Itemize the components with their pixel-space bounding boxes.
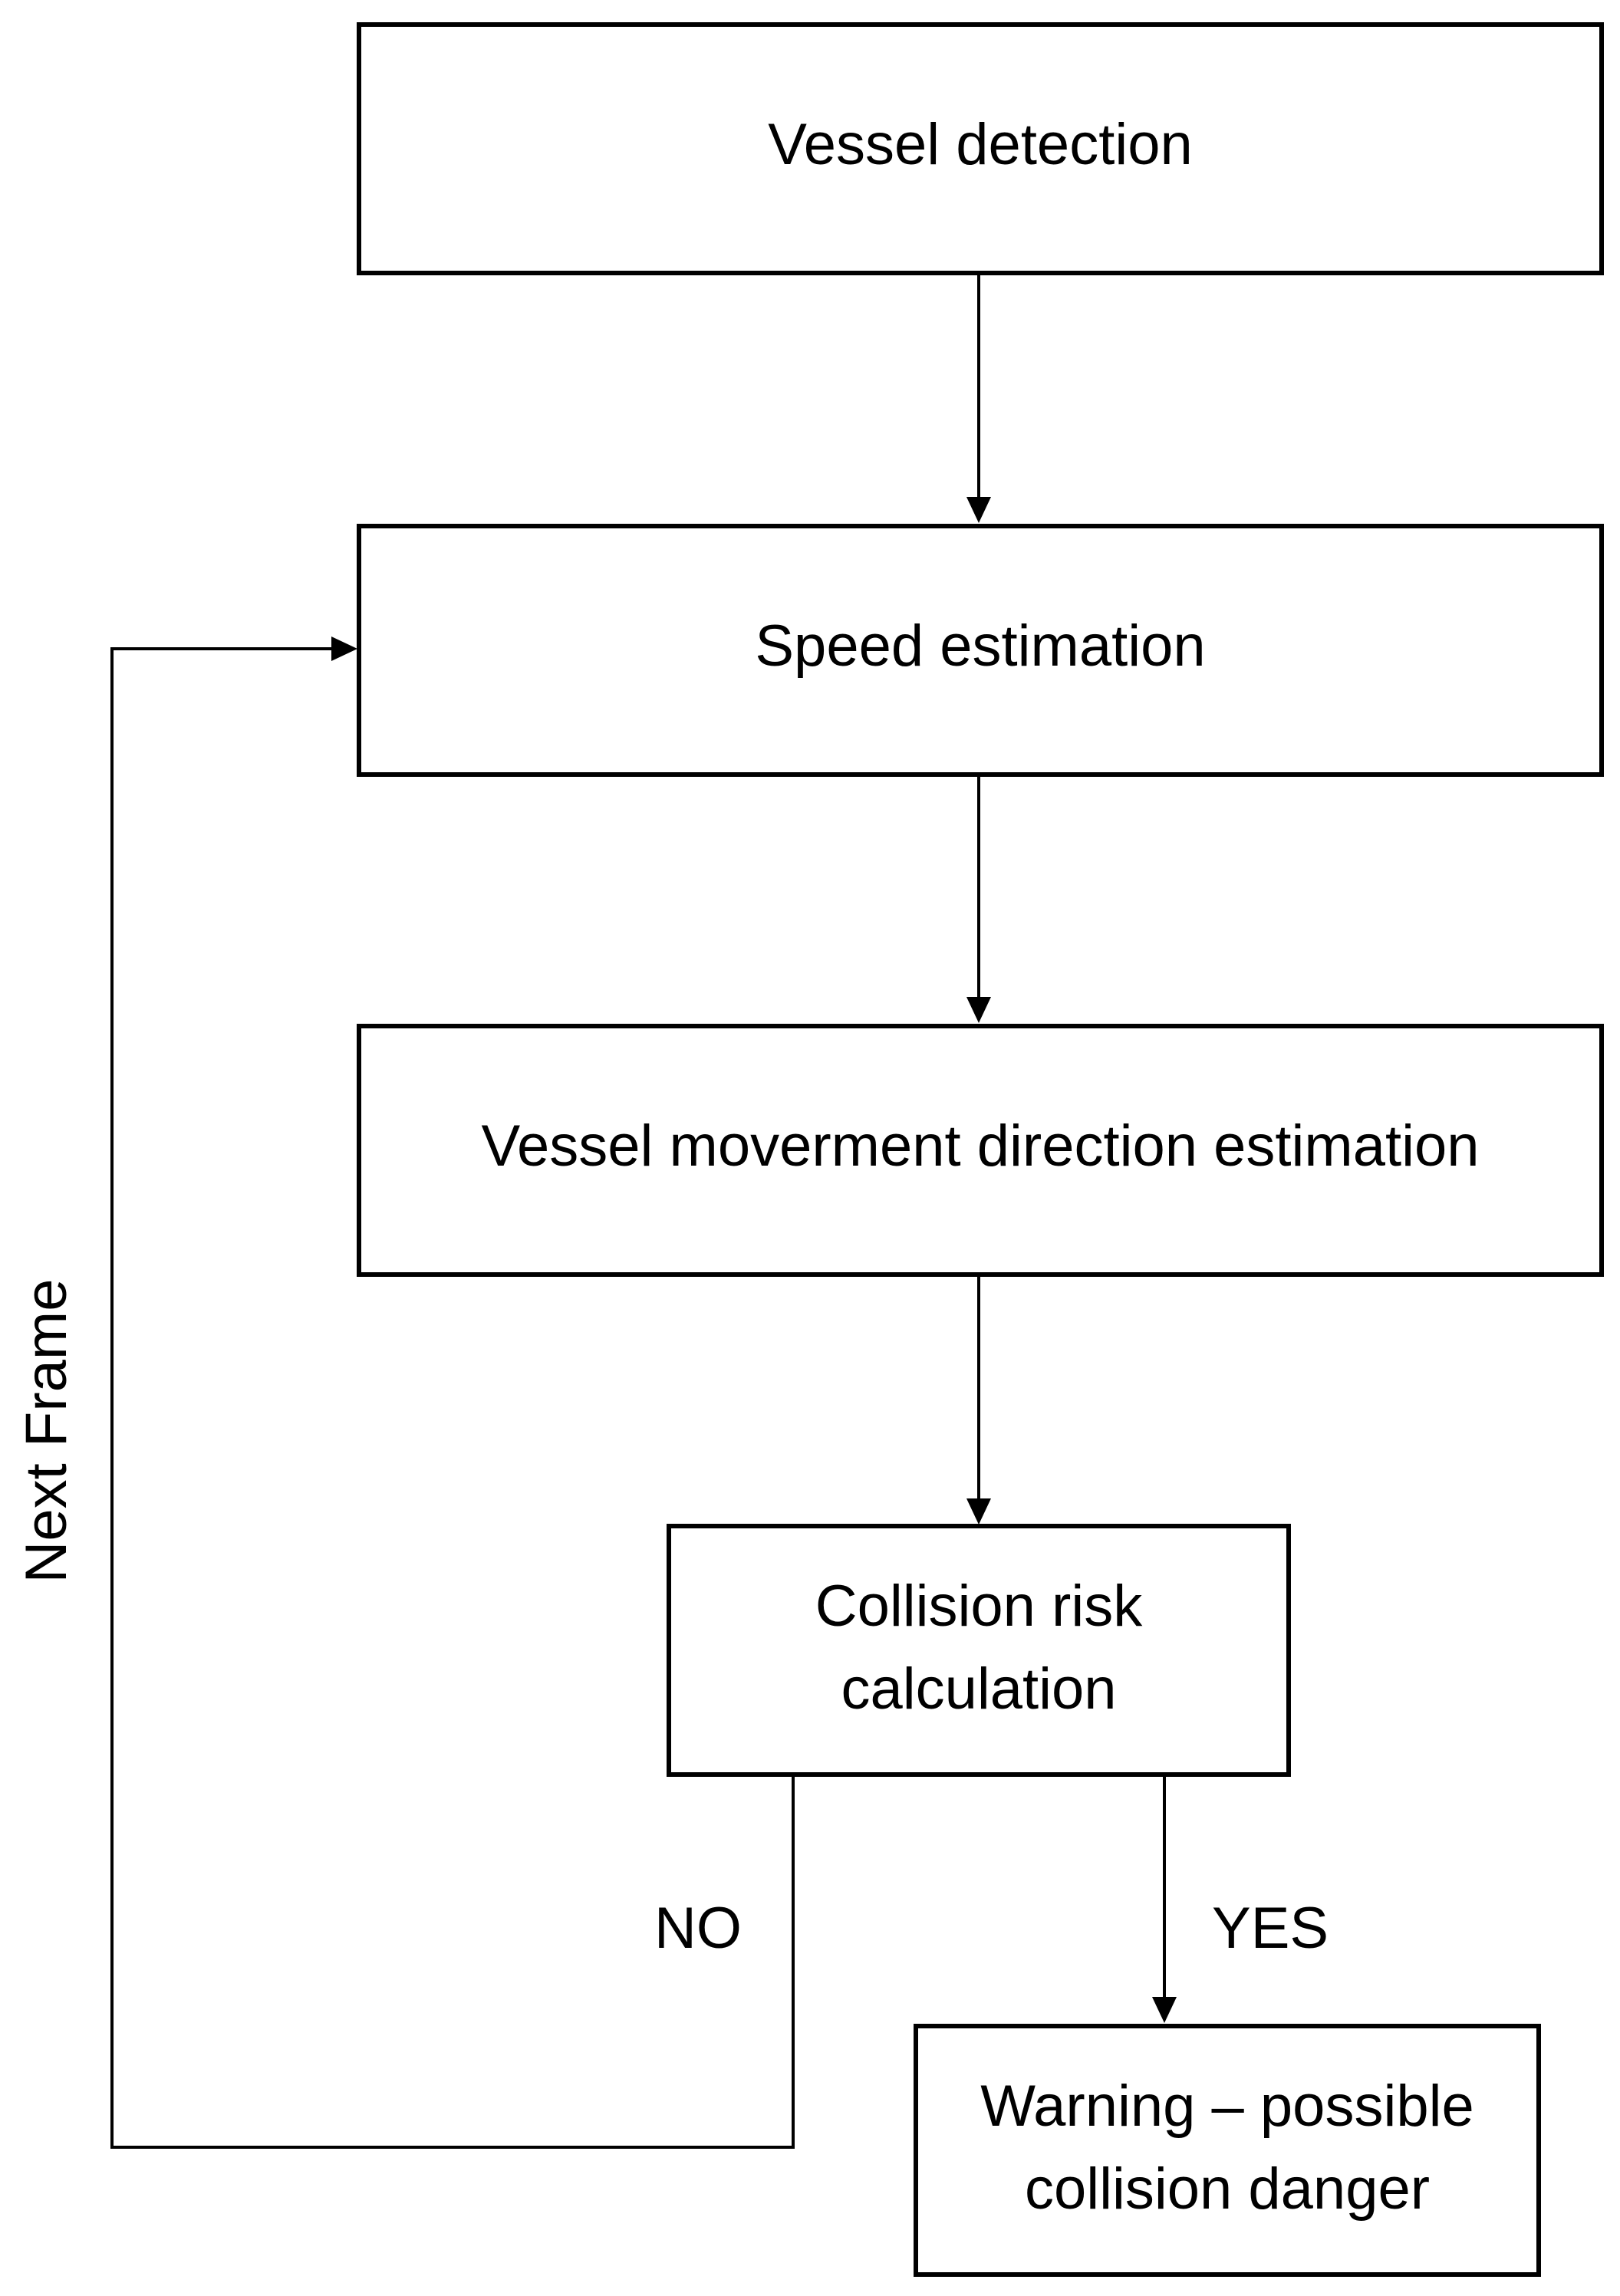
- edge-yes-label: YES: [1212, 1896, 1329, 1961]
- edge-collision-to-warning: YES: [1152, 1775, 1329, 2023]
- node-direction-estimation: Vessel moverment direction estimation: [357, 1024, 1604, 1277]
- edge-collision-to-warning-arrowhead: [1152, 1997, 1177, 2023]
- node-collision-risk: Collision risk calculation: [667, 1524, 1291, 1777]
- node-speed-estimation-box: [357, 524, 1604, 777]
- node-direction-estimation-label: Vessel moverment direction estimation: [481, 1113, 1479, 1179]
- edge-detection-to-speed-arrowhead: [966, 497, 991, 523]
- node-warning-label-line2: collision danger: [1025, 2156, 1430, 2222]
- edge-speed-to-direction-arrowhead: [966, 997, 991, 1023]
- edge-speed-to-direction: [966, 775, 991, 1023]
- edge-collision-loop-to-speed-arrowhead: [331, 636, 357, 661]
- edge-collision-loop-to-speed-line: [110, 647, 795, 2149]
- edge-direction-to-collision: [966, 1275, 991, 1525]
- node-speed-estimation-label: Speed estimation: [755, 613, 1205, 679]
- edge-next-frame-label: Next Frame: [14, 1279, 79, 1584]
- edge-no-label: NO: [654, 1896, 742, 1961]
- node-collision-risk-box: [667, 1524, 1291, 1777]
- node-vessel-detection-label: Vessel detection: [768, 112, 1193, 177]
- node-vessel-detection-box: [357, 22, 1604, 275]
- node-warning-label-line1: Warning – possible: [980, 2074, 1474, 2139]
- node-warning-box: [914, 2024, 1541, 2277]
- node-collision-risk-label-line1: Collision risk: [815, 1574, 1144, 1639]
- edge-direction-to-collision-arrowhead: [966, 1498, 991, 1525]
- node-vessel-detection: Vessel detection: [357, 22, 1604, 275]
- edge-collision-loop-to-speed: NO Next Frame: [14, 636, 795, 2149]
- edge-detection-to-speed: [966, 273, 991, 523]
- node-speed-estimation: Speed estimation: [357, 524, 1604, 777]
- node-direction-estimation-box: [357, 1024, 1604, 1277]
- node-warning: Warning – possible collision danger: [914, 2024, 1541, 2277]
- node-collision-risk-label-line2: calculation: [841, 1656, 1116, 1722]
